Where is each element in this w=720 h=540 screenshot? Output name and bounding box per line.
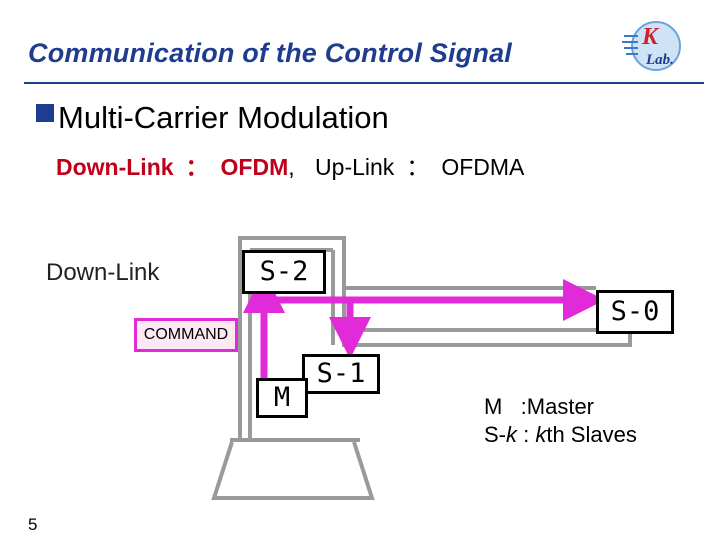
diagram-downlink-label: Down-Link xyxy=(46,259,160,286)
legend-sk: S-k xyxy=(484,422,517,447)
logo-lab-text: Lab. xyxy=(645,52,674,68)
downlink-label: Down-Link xyxy=(56,154,174,180)
building-frame xyxy=(238,236,632,440)
bullet-text: Multi-Carrier Modulation xyxy=(58,100,389,135)
comma: , xyxy=(288,154,295,180)
node-s1: S-1 xyxy=(302,354,380,394)
bullet-marker xyxy=(36,104,54,122)
title-divider xyxy=(24,82,704,84)
colon-2: ： xyxy=(406,154,430,180)
node-master: M xyxy=(256,378,308,418)
lab-logo-icon: K Lab. xyxy=(622,21,681,71)
uplink-value: OFDMA xyxy=(441,154,525,180)
colon-1: ： xyxy=(185,154,209,180)
modulation-line: Down-Link ： OFDM, Up-Link ： OFDMA xyxy=(56,148,524,182)
legend: M :Master S-k : kth Slaves xyxy=(484,393,637,449)
legend-slaves: S-k : kth Slaves xyxy=(484,422,637,447)
page-number: 5 xyxy=(28,515,38,534)
page-title: Communication of the Control Signal xyxy=(28,38,512,68)
downlink-value: OFDM xyxy=(220,154,289,180)
uplink-label: Up-Link xyxy=(315,154,395,180)
command-label: COMMAND xyxy=(134,318,238,352)
node-s0: S-0 xyxy=(596,290,674,334)
node-s2: S-2 xyxy=(242,250,326,294)
logo-k-text: K xyxy=(641,24,660,50)
legend-master: M :Master xyxy=(484,394,595,419)
